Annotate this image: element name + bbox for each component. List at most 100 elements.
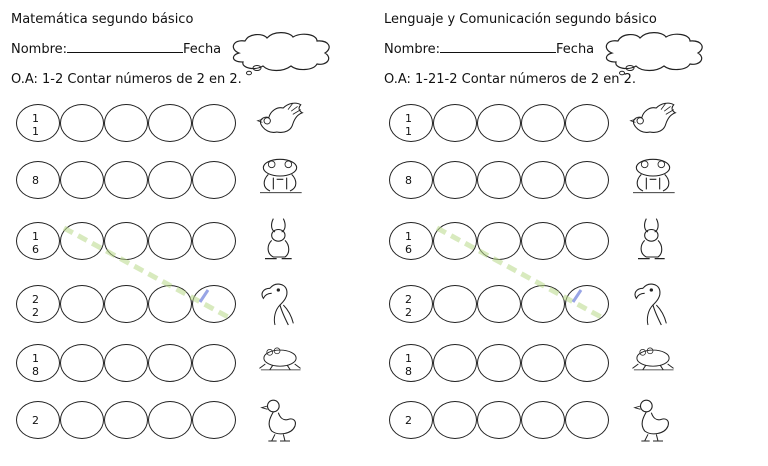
start-number-digit: 2	[405, 293, 412, 306]
start-number-digit: 8	[32, 174, 39, 187]
start-number-digit: 2	[405, 414, 412, 427]
counting-row: 8	[16, 158, 346, 201]
start-number-digit: 1	[405, 230, 412, 243]
answer-circle[interactable]	[565, 285, 609, 323]
answer-circle[interactable]	[192, 401, 236, 439]
answer-circle[interactable]	[148, 222, 192, 260]
answer-circle[interactable]	[104, 285, 148, 323]
answer-circle[interactable]	[104, 104, 148, 142]
answer-circle[interactable]	[433, 161, 477, 199]
start-number-digit: 2	[32, 306, 39, 319]
start-number-digit: 2	[405, 306, 412, 319]
name-blank[interactable]	[440, 52, 557, 53]
start-number-digit: 2	[32, 293, 39, 306]
start-number-digit: 6	[32, 243, 39, 256]
name-date-line: Nombre: Fecha	[11, 42, 221, 57]
start-number-digit: 8	[32, 365, 39, 378]
answer-circle[interactable]	[60, 104, 104, 142]
name-label: Nombre:	[11, 42, 68, 57]
worksheet-math: Matemática segundo básico Nombre:Fecha O…	[11, 12, 346, 442]
answer-circle[interactable]	[104, 344, 148, 382]
answer-circle[interactable]	[60, 161, 104, 199]
answer-circle[interactable]	[104, 161, 148, 199]
answer-circle[interactable]	[148, 104, 192, 142]
answer-circle[interactable]	[192, 285, 236, 323]
answer-circle[interactable]	[477, 285, 521, 323]
counting-row: 2	[389, 399, 719, 442]
answer-circle[interactable]	[521, 344, 565, 382]
answer-circle[interactable]	[477, 104, 521, 142]
answer-circle[interactable]	[60, 285, 104, 323]
cloud-icon	[232, 32, 330, 76]
start-number-digit: 2	[32, 414, 39, 427]
answer-circle[interactable]	[148, 285, 192, 323]
answer-circle[interactable]	[565, 344, 609, 382]
start-number-digit: 1	[405, 112, 412, 125]
objective-text: O.A: 1-21-2 Contar números de 2 en 2.	[384, 72, 637, 87]
answer-circle[interactable]	[433, 222, 477, 260]
start-number-digit: 6	[405, 243, 412, 256]
counting-row: 8	[389, 158, 719, 201]
toad-icon	[259, 347, 301, 371]
worksheet-title: Matemática segundo básico	[11, 12, 194, 27]
answer-circle[interactable]	[521, 104, 565, 142]
toad-icon	[632, 347, 674, 371]
answer-circle[interactable]	[521, 285, 565, 323]
answer-circle[interactable]	[477, 161, 521, 199]
answer-circle[interactable]	[433, 285, 477, 323]
answer-circle[interactable]	[477, 401, 521, 439]
answer-circle[interactable]	[60, 401, 104, 439]
answer-circle[interactable]	[433, 344, 477, 382]
answer-circle[interactable]	[433, 401, 477, 439]
answer-circle[interactable]	[521, 222, 565, 260]
answer-circle[interactable]	[60, 222, 104, 260]
start-number-digit: 8	[405, 174, 412, 187]
frog-icon	[260, 158, 302, 194]
start-number-digit: 1	[32, 112, 39, 125]
name-blank[interactable]	[67, 52, 184, 53]
answer-circle[interactable]	[104, 222, 148, 260]
answer-circle[interactable]	[565, 161, 609, 199]
answer-circle[interactable]	[521, 401, 565, 439]
answer-circle[interactable]	[192, 161, 236, 199]
start-number-digit: 1	[405, 352, 412, 365]
rabbit-icon	[638, 218, 665, 260]
answer-circle[interactable]	[148, 401, 192, 439]
start-number-digit: 1	[32, 352, 39, 365]
answer-circle[interactable]	[521, 161, 565, 199]
answer-circle[interactable]	[192, 222, 236, 260]
answer-circle[interactable]	[477, 344, 521, 382]
name-label: Nombre:	[384, 42, 441, 57]
answer-circle[interactable]	[192, 104, 236, 142]
answer-circle[interactable]	[148, 344, 192, 382]
start-number-circle: 2	[16, 401, 60, 439]
answer-circle[interactable]	[192, 344, 236, 382]
answer-circle[interactable]	[477, 222, 521, 260]
answer-circle[interactable]	[60, 344, 104, 382]
start-number-circle: 2	[389, 401, 433, 439]
answer-circle[interactable]	[433, 104, 477, 142]
start-number: 8	[32, 174, 39, 187]
date-label: Fecha	[183, 42, 222, 57]
answer-circle[interactable]	[565, 401, 609, 439]
start-number: 8	[405, 174, 412, 187]
answer-circle[interactable]	[565, 104, 609, 142]
start-number-circle: 8	[16, 161, 60, 199]
name-date-line: Nombre:Fecha	[384, 42, 594, 57]
answer-circle[interactable]	[104, 401, 148, 439]
answer-circle[interactable]	[565, 222, 609, 260]
answer-circle[interactable]	[148, 161, 192, 199]
frog-icon	[633, 158, 675, 194]
